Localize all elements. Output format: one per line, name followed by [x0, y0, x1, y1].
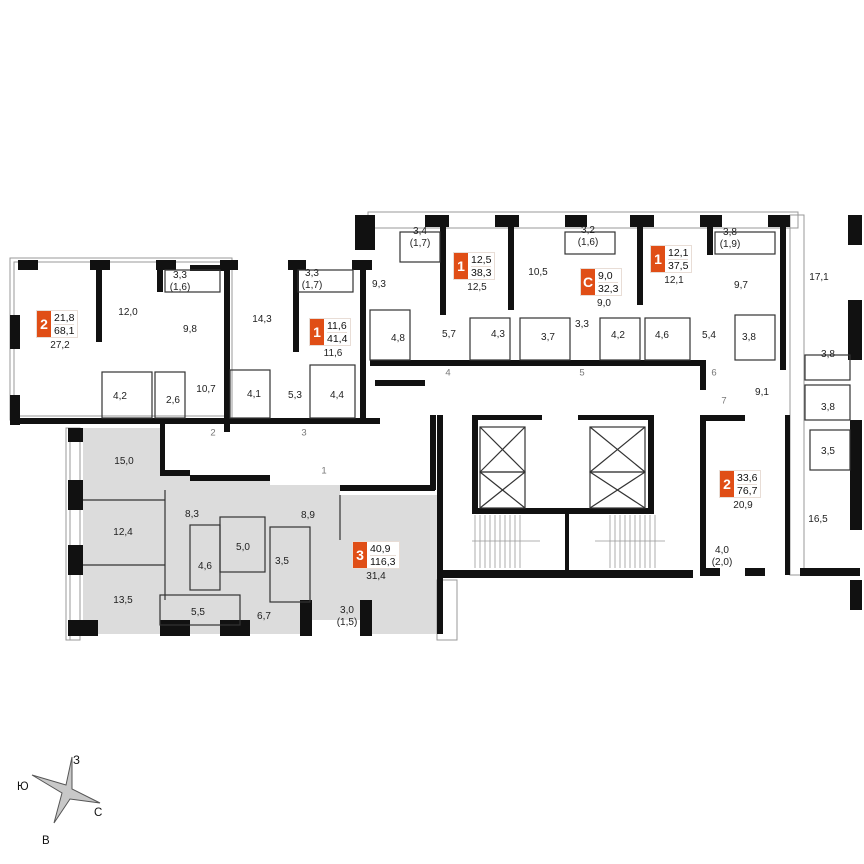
total-area: 76,7 [737, 484, 758, 497]
compass-west: З [73, 755, 80, 767]
living-area: 12,1 [668, 246, 689, 260]
room-area-label: 9,1 [755, 387, 769, 398]
room-count: 2 [720, 471, 734, 497]
entrance-number: 4 [445, 367, 451, 379]
room-count: 2 [37, 311, 51, 337]
room-area-label: 3,8 (1,9) [719, 227, 741, 250]
room-area-label: 9,7 [734, 280, 748, 291]
room-area-label: 3,5 [821, 446, 835, 457]
room-area-label: 5,7 [442, 329, 456, 340]
highlighted-apartment-area [83, 428, 437, 634]
main-room-area: 12,1 [664, 275, 684, 286]
total-area: 32,3 [598, 282, 619, 295]
living-area: 12,5 [471, 253, 492, 267]
room-area-label: 5,5 [191, 607, 205, 618]
room-area-label: 12,0 [118, 307, 138, 318]
main-room-area: 27,2 [50, 340, 70, 351]
compass-north: С [94, 807, 103, 819]
room-area-label: 3,2 (1,6) [577, 225, 599, 248]
room-area-label: 4,2 [113, 391, 127, 402]
entrance-number: 5 [579, 367, 585, 379]
room-area-label: 4,3 [491, 329, 505, 340]
room-area-label: 5,4 [702, 330, 716, 341]
main-room-area: 31,4 [366, 571, 386, 582]
entrance-number: 6 [711, 367, 717, 379]
room-area-label: 3,8 [821, 402, 835, 413]
main-room-area: 12,5 [467, 282, 487, 293]
room-area-label: 5,3 [288, 390, 302, 401]
room-area-label: 3,7 [541, 332, 555, 343]
entrance-number: 1 [321, 465, 327, 477]
total-area: 37,5 [668, 259, 689, 272]
room-area-label: 3,0 (1,5) [336, 605, 358, 628]
main-room-area: 20,9 [733, 500, 753, 511]
compass-star-icon [31, 756, 101, 824]
entrance-number: 3 [301, 427, 307, 439]
room-area-label: 10,5 [528, 267, 548, 278]
room-area-label: 9,8 [183, 324, 197, 335]
total-area: 41,4 [327, 332, 348, 345]
total-area: 38,3 [471, 266, 492, 279]
room-area-label: 3,8 [742, 332, 756, 343]
room-count: С [581, 269, 595, 295]
living-area: 11,6 [327, 319, 348, 333]
main-room-area: 9,0 [597, 298, 611, 309]
total-area: 68,1 [54, 324, 75, 337]
room-area-label: 3,4 (1,7) [409, 226, 431, 249]
room-area-label: 4,0 (2,0) [711, 545, 733, 568]
room-area-label: 14,3 [252, 314, 272, 325]
room-area-label: 16,5 [808, 514, 828, 525]
room-area-label: 4,4 [330, 390, 344, 401]
room-area-label: 8,3 [185, 509, 199, 520]
living-area: 9,0 [598, 270, 619, 283]
entrance-number: 7 [721, 395, 727, 407]
room-count: 1 [651, 246, 665, 272]
main-room-area: 11,6 [323, 348, 343, 359]
compass-rose: З Ю С В [17, 755, 130, 855]
room-area-label: 3,3 (1,7) [301, 268, 323, 291]
total-area: 116,3 [370, 555, 396, 568]
room-area-label: 4,2 [611, 330, 625, 341]
compass-east: В [42, 835, 50, 847]
room-count: 1 [310, 319, 324, 345]
room-area-label: 3,3 [575, 319, 589, 330]
room-count: 3 [353, 542, 367, 568]
room-area-label: 4,6 [655, 330, 669, 341]
room-area-label: 15,0 [114, 456, 134, 467]
room-count: 1 [454, 253, 468, 279]
room-area-label: 3,8 [821, 349, 835, 360]
room-area-label: 4,6 [198, 561, 212, 572]
room-area-label: 9,3 [372, 279, 386, 290]
room-area-label: 4,1 [247, 389, 261, 400]
room-area-label: 12,4 [113, 527, 133, 538]
compass-south: Ю [17, 781, 29, 793]
room-area-label: 13,5 [113, 595, 133, 606]
room-area-label: 4,8 [391, 333, 405, 344]
living-area: 21,8 [54, 311, 75, 325]
room-area-label: 10,7 [196, 384, 216, 395]
entrance-number: 2 [210, 427, 216, 439]
room-area-label: 6,7 [257, 611, 271, 622]
living-area: 33,6 [737, 471, 758, 485]
living-area: 40,9 [370, 543, 396, 556]
room-area-label: 17,1 [809, 272, 829, 283]
room-area-label: 5,0 [236, 542, 250, 553]
room-area-label: 8,9 [301, 510, 315, 521]
room-area-label: 3,5 [275, 556, 289, 567]
room-area-label: 2,6 [166, 395, 180, 406]
room-area-label: 3,3 (1,6) [169, 270, 191, 293]
